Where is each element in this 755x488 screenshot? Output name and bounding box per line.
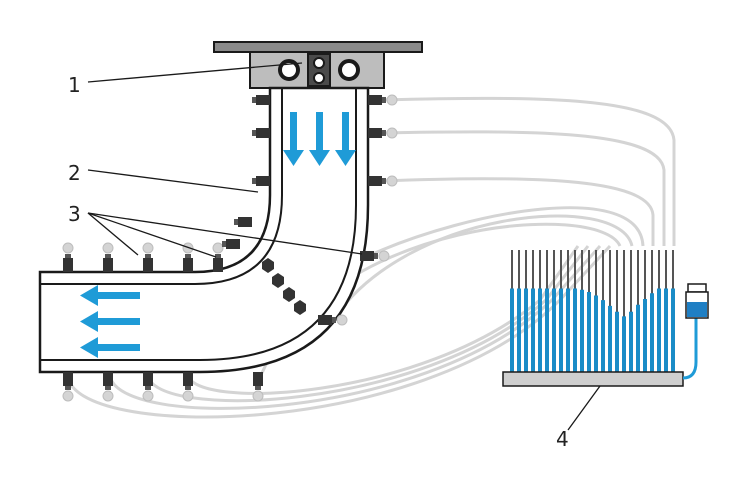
pressure-fitting <box>62 242 74 272</box>
pressure-fittings <box>62 94 398 402</box>
pressure-fitting <box>62 372 74 402</box>
flow-arrow-icon <box>283 112 304 166</box>
manometer-base <box>502 371 684 387</box>
fan-icon <box>278 59 300 81</box>
flow-arrows-left <box>80 285 140 358</box>
flow-arrow-icon <box>80 311 140 332</box>
reservoir-cap <box>687 283 707 293</box>
pressure-fitting <box>142 242 154 272</box>
callout-label-1: 1 <box>68 73 81 97</box>
pressure-fitting <box>222 239 240 249</box>
pressure-fitting <box>182 372 194 402</box>
pressure-fitting <box>368 94 398 106</box>
callout-label-3: 3 <box>68 202 81 226</box>
pressure-fitting <box>102 242 114 272</box>
mounting-flange <box>213 41 423 53</box>
callout-label-4: 4 <box>556 427 569 451</box>
pressure-fitting <box>252 95 270 105</box>
probe-nuts <box>262 258 306 315</box>
pressure-fitting <box>234 217 252 227</box>
pressure-fitting <box>360 250 390 262</box>
pressure-fitting <box>102 372 114 402</box>
pressure-fitting <box>252 128 270 138</box>
pressure-fitting <box>368 127 398 139</box>
pressure-fitting <box>142 372 154 402</box>
reservoir-tube <box>682 318 698 380</box>
fan-housing <box>213 41 423 89</box>
manometer-icon <box>502 250 709 387</box>
manometer-tubes <box>510 250 675 372</box>
pressure-fitting <box>212 242 224 272</box>
flow-arrow-icon <box>335 112 356 166</box>
duct <box>38 86 370 374</box>
flow-arrow-icon <box>309 112 330 166</box>
pressure-fitting <box>318 314 348 326</box>
pressure-fitting <box>252 176 270 186</box>
reservoir-fluid <box>687 302 707 317</box>
pressure-fitting <box>252 372 264 402</box>
leader-lines <box>87 62 601 431</box>
flow-arrow-icon <box>80 285 140 306</box>
fan-icon <box>338 59 360 81</box>
flow-arrow-icon <box>80 337 140 358</box>
pressure-fitting <box>368 175 398 187</box>
duct-body <box>38 86 370 374</box>
flow-arrows-down <box>283 112 356 166</box>
callout-label-2: 2 <box>68 161 81 185</box>
